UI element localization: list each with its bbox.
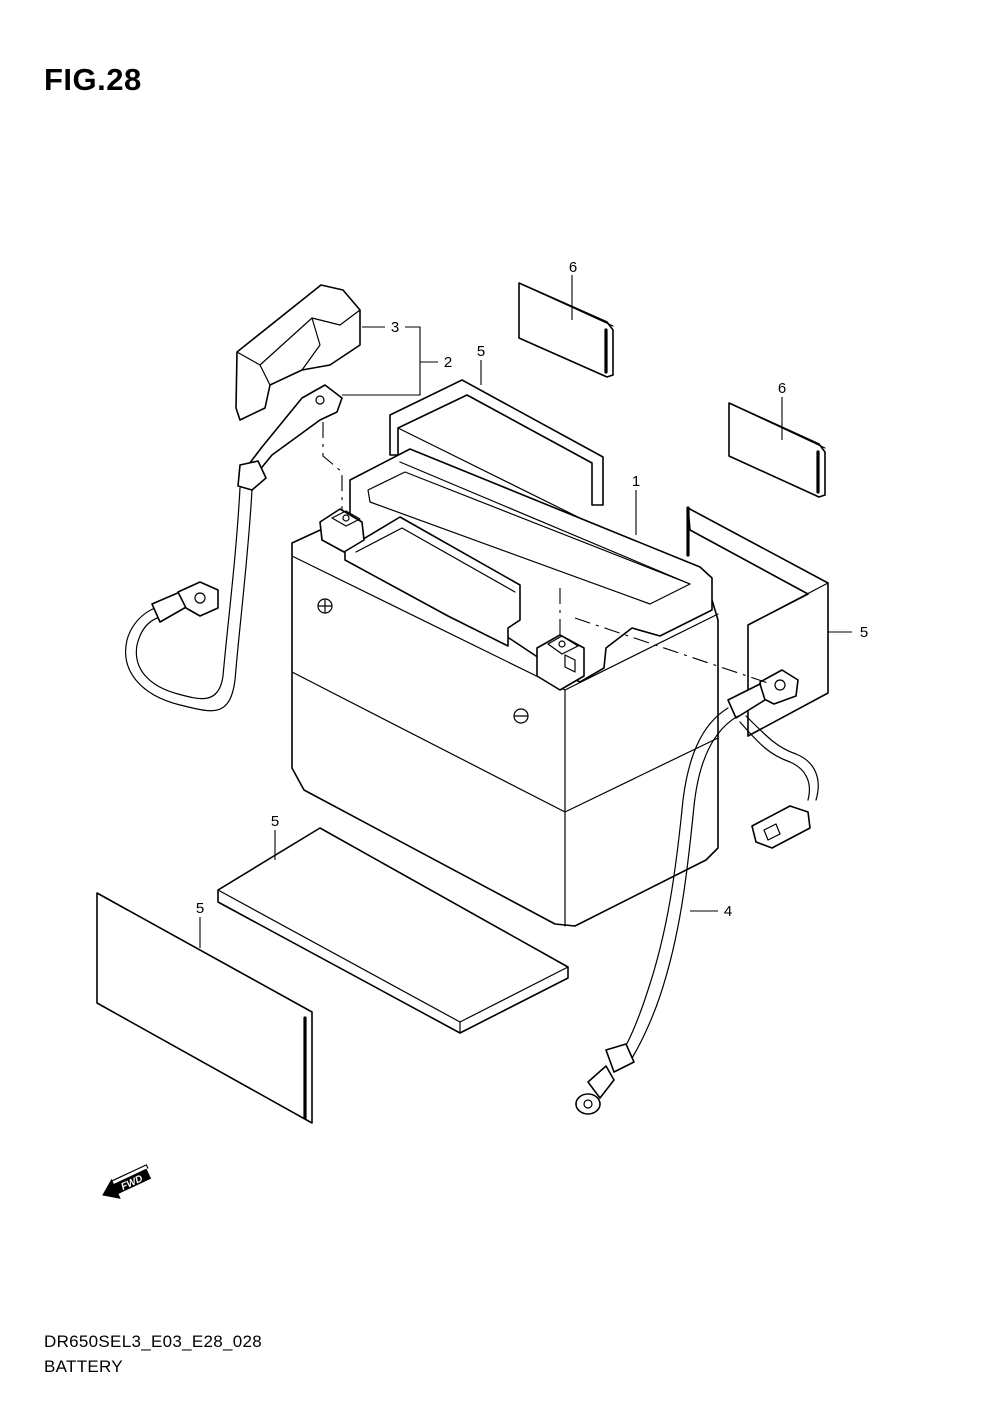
fwd-arrow-icon: FWD: [102, 1164, 152, 1199]
terminal-cover: [235, 284, 361, 421]
negative-lead-cable: [575, 669, 819, 1115]
pad-bottom-center: [217, 827, 569, 1034]
diagram-code: DR650SEL3_E03_E28_028: [44, 1332, 263, 1351]
label-sticker-right: [728, 402, 826, 498]
callout-terminal-cover: 3: [391, 319, 399, 336]
battery-body: [291, 448, 719, 927]
battery-positive-terminal: [319, 508, 365, 553]
figure-title: FIG.28: [44, 62, 142, 97]
callout-pad-bottom-left: 5: [196, 900, 204, 917]
callout-label-right: 6: [778, 380, 786, 397]
callout-battery: 1: [632, 473, 640, 490]
label-sticker-top: [518, 282, 614, 378]
callout-minus-lead: 4: [724, 903, 732, 920]
pad-bottom-left: [96, 892, 313, 1124]
callout-label-top: 6: [569, 259, 577, 276]
callout-plus-lead: 2: [444, 354, 452, 371]
positive-lead-cable: [125, 384, 343, 712]
callout-pad-bottom-center: 5: [271, 813, 279, 830]
callout-pad-top: 5: [477, 343, 485, 360]
pad-top: [389, 379, 604, 524]
callout-pad-right: 5: [860, 624, 868, 641]
section-name: BATTERY: [44, 1357, 123, 1376]
